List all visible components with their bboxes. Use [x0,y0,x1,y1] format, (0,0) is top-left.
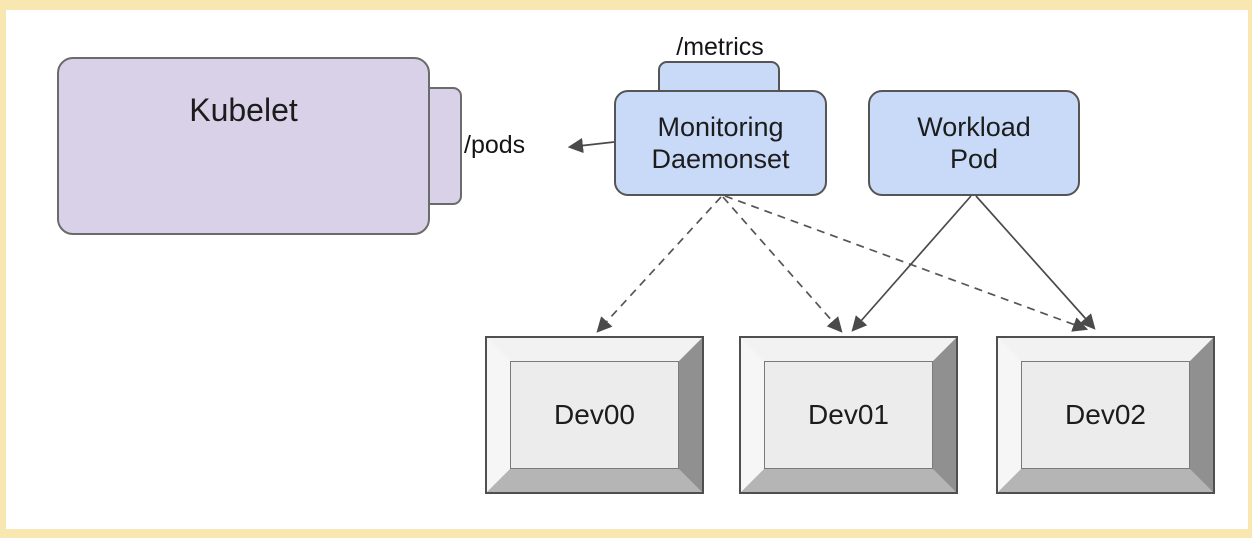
node-monitoring-label: Monitoring Daemonset [651,111,789,175]
frame-border-bottom [0,529,1252,538]
node-dev01: Dev01 [741,338,956,492]
node-dev00-label: Dev00 [554,399,635,430]
node-dev02: Dev02 [998,338,1213,492]
edge-workload-to-dev02 [975,195,1096,330]
frame-border-top [0,0,1252,10]
node-workload-line1: Workload [917,112,1031,142]
node-workload-line2: Pod [949,144,999,174]
edge-monitoring-to-dev02 [724,195,1089,332]
edge-monitoring-to-kubelet-pods [567,137,615,154]
node-workload-label: Workload Pod [917,111,1031,175]
node-dev01-face: Dev01 [764,361,933,469]
edge-label-pods: /pods [464,131,526,159]
node-monitoring-daemonset: Monitoring Daemonset [614,90,827,196]
edge-monitoring-to-dev00 [596,196,722,333]
edge-workload-to-dev01 [851,195,972,332]
node-dev02-label: Dev02 [1065,399,1146,430]
node-kubelet: Kubelet [57,57,430,235]
node-workload-pod: Workload Pod [868,90,1080,196]
node-kubelet-label: Kubelet [189,92,298,128]
edge-label-metrics: /metrics [676,33,764,61]
frame-border-left [0,0,6,538]
node-dev02-face: Dev02 [1021,361,1190,469]
edge-monitoring-to-dev01 [722,196,843,333]
node-dev00: Dev00 [487,338,702,492]
node-dev00-face: Dev00 [510,361,679,469]
frame-border-right [1248,0,1252,538]
node-monitoring-line2: Daemonset [651,144,790,174]
node-dev01-label: Dev01 [808,399,889,430]
node-monitoring-line1: Monitoring [657,112,784,142]
